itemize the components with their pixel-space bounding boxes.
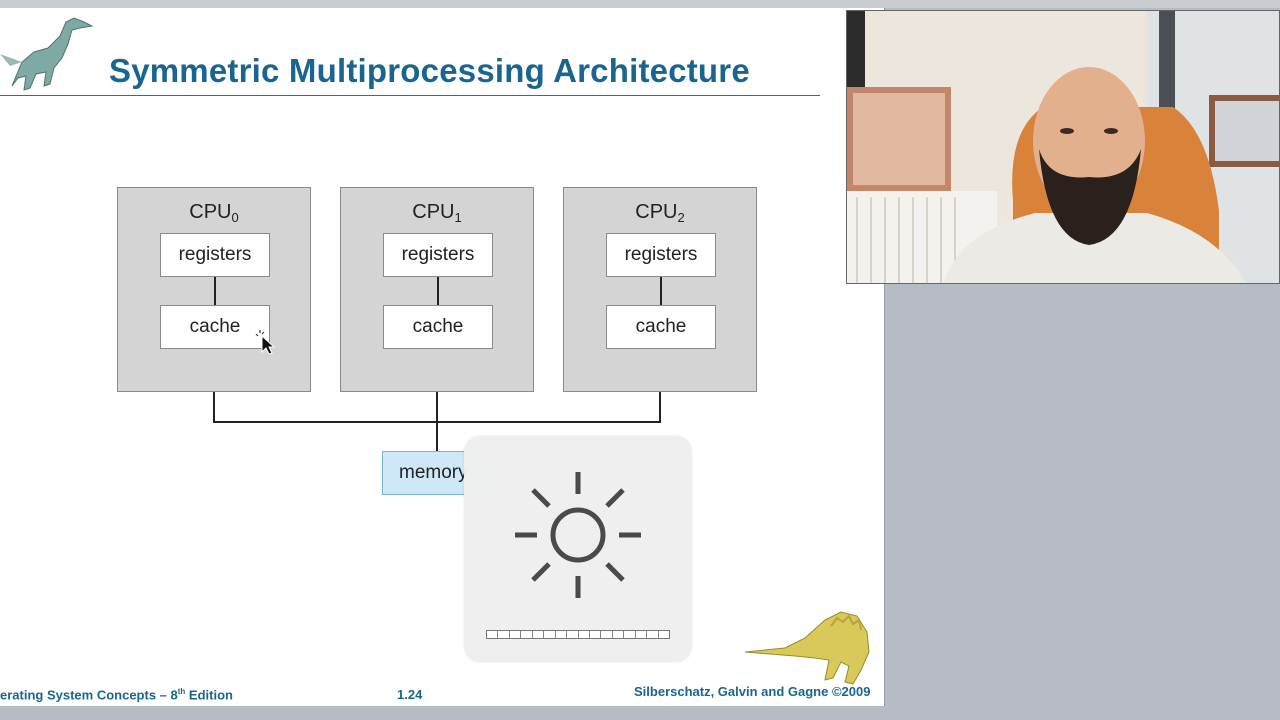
title-divider <box>0 95 820 96</box>
brightness-segment <box>636 631 648 638</box>
cpu-0-registers: registers <box>160 233 270 277</box>
cpu-0-label: CPU0 <box>189 201 239 225</box>
presentation-slide: Symmetric Multiprocessing Architecture C… <box>0 8 885 706</box>
brightness-segment <box>601 631 613 638</box>
cpu-0-connector <box>214 277 216 305</box>
cpu-1-label: CPU1 <box>412 201 462 225</box>
brightness-segment <box>544 631 556 638</box>
cpu-2-box: CPU2 registers cache <box>563 187 757 392</box>
brightness-segment <box>533 631 545 638</box>
slide-title: Symmetric Multiprocessing Architecture <box>109 52 750 89</box>
brightness-segment <box>498 631 510 638</box>
brightness-segment <box>613 631 625 638</box>
cpu-2-cache: cache <box>606 305 716 349</box>
brightness-segment <box>510 631 522 638</box>
cpu-1-connector <box>437 277 439 305</box>
dinosaur-logo-icon <box>0 17 94 91</box>
brightness-segment <box>647 631 659 638</box>
brightness-segment <box>521 631 533 638</box>
brightness-segment <box>579 631 590 638</box>
cpu-2-registers: registers <box>606 233 716 277</box>
brightness-segment <box>659 631 669 638</box>
dinosaur-footer-icon <box>745 611 870 685</box>
cpu-1-box: CPU1 registers cache <box>340 187 534 392</box>
window-top-strip <box>0 0 1280 8</box>
brightness-segment <box>487 631 499 638</box>
brightness-segment <box>567 631 579 638</box>
cpu-0-box: CPU0 registers cache <box>117 187 311 392</box>
brightness-segment <box>624 631 636 638</box>
cpu-0-cache: cache <box>160 305 270 349</box>
webcam-frame-image <box>847 11 1279 283</box>
brightness-hud <box>464 436 692 662</box>
footer-page-number: 1.24 <box>397 687 423 702</box>
footer-book-title: erating System Concepts – 8th Edition <box>0 687 233 703</box>
sun-icon <box>515 472 641 598</box>
mouse-cursor-icon <box>255 330 276 354</box>
brightness-segment <box>590 631 602 638</box>
brightness-level-bar <box>486 630 670 639</box>
brightness-segment <box>556 631 568 638</box>
cpu-1-registers: registers <box>383 233 493 277</box>
cpu-2-connector <box>660 277 662 305</box>
webcam-video-overlay <box>846 10 1280 284</box>
footer-copyright: Silberschatz, Galvin and Gagne ©2009 <box>634 684 871 699</box>
cpu-1-cache: cache <box>383 305 493 349</box>
cpu-2-label: CPU2 <box>635 201 685 225</box>
